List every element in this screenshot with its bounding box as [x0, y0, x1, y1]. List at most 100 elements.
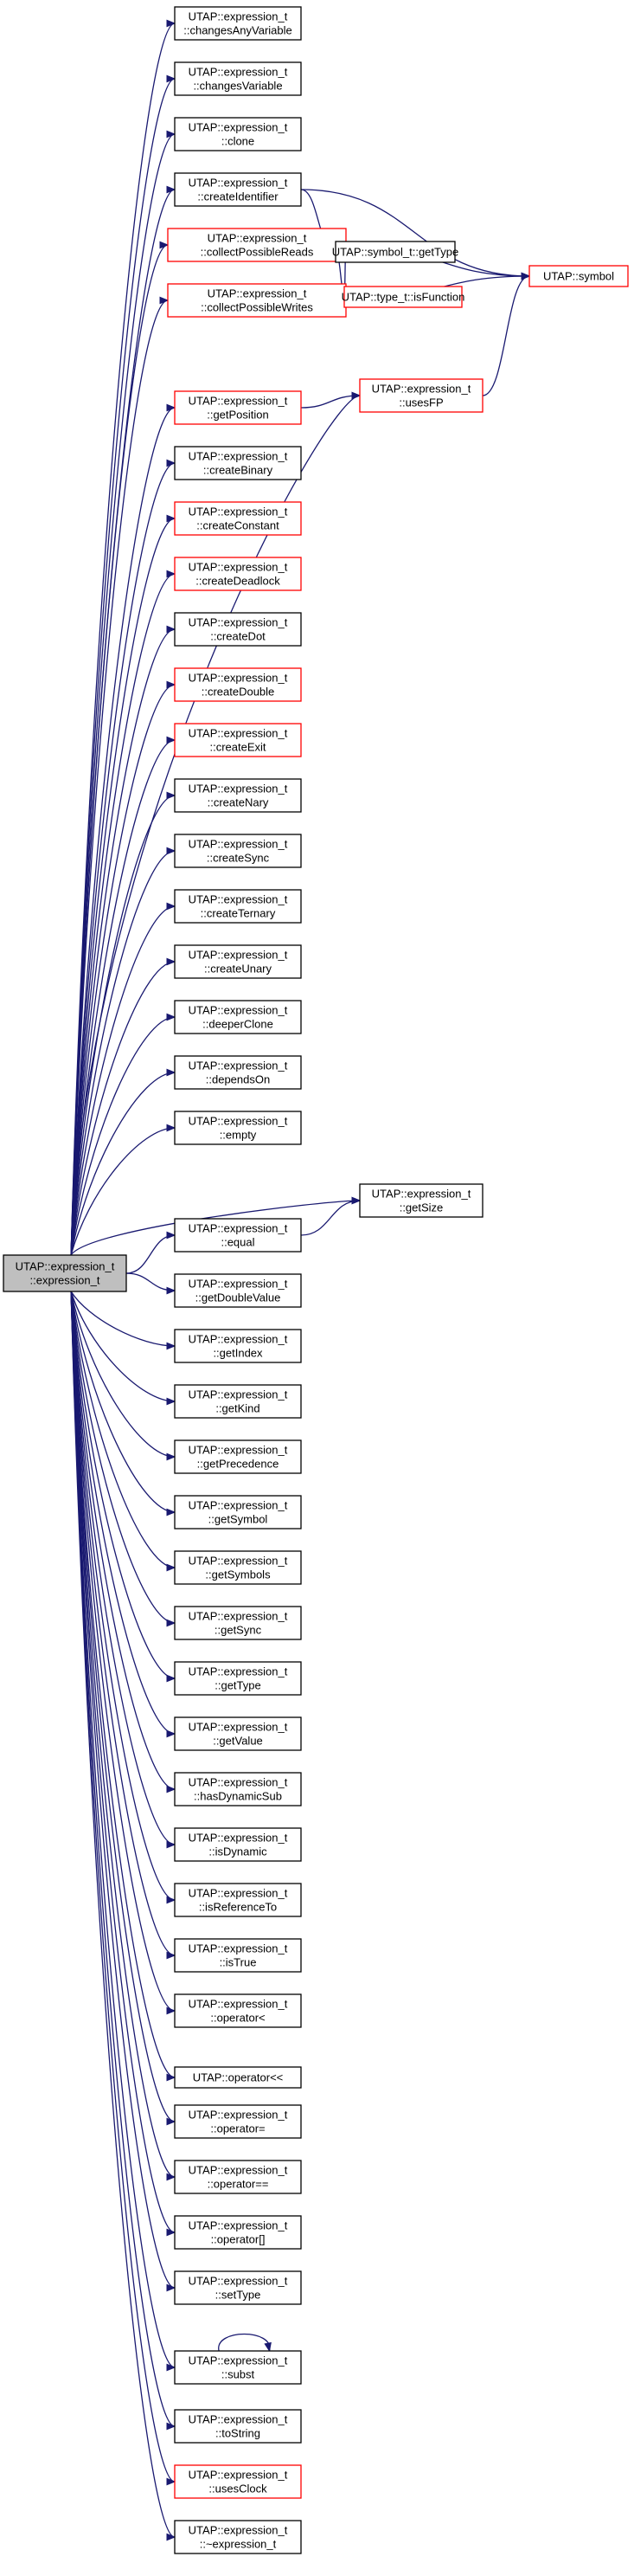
- node-box: [174, 889, 302, 924]
- node-symbolGetType[interactable]: UTAP::symbol_t::getType: [332, 241, 458, 263]
- node-createDouble[interactable]: UTAP::expression_t::createDouble: [174, 667, 302, 702]
- node-deeperClone[interactable]: UTAP::expression_t::deeperClone: [174, 1000, 302, 1034]
- node-getPrecedence[interactable]: UTAP::expression_t::getPrecedence: [174, 1439, 302, 1474]
- edge-arrowhead: [166, 2228, 176, 2237]
- node-usesClock[interactable]: UTAP::expression_t::usesClock: [174, 2464, 302, 2499]
- node-root[interactable]: UTAP::expression_t::expression_t: [3, 1254, 127, 1292]
- node-createUnary[interactable]: UTAP::expression_t::createUnary: [174, 944, 302, 979]
- edge-arrowhead: [166, 847, 176, 855]
- node-label-line-1: UTAP::expression_t: [189, 1059, 288, 1072]
- node-changesAnyVariable[interactable]: UTAP::expression_t::changesAnyVariable: [174, 6, 302, 41]
- edge-arrowhead: [166, 1342, 176, 1350]
- node-label-line-2: ::getPrecedence: [197, 1458, 279, 1471]
- node-getSize[interactable]: UTAP::expression_t::getSize: [359, 1183, 484, 1218]
- node-collectPossibleWrites[interactable]: UTAP::expression_t::collectPossibleWrite…: [167, 283, 347, 318]
- edge-root-to-createBinary: [70, 459, 176, 1256]
- node-createDot[interactable]: UTAP::expression_t::createDot: [174, 612, 302, 647]
- node-getSymbols[interactable]: UTAP::expression_t::getSymbols: [174, 1550, 302, 1585]
- node-box: [174, 1550, 302, 1585]
- node-operatorLt[interactable]: UTAP::expression_t::operator<: [174, 1993, 302, 2028]
- edge-arrowhead: [166, 791, 176, 800]
- node-clone[interactable]: UTAP::expression_t::clone: [174, 117, 302, 151]
- edge-arrowhead: [351, 391, 362, 400]
- node-getSync[interactable]: UTAP::expression_t::getSync: [174, 1606, 302, 1640]
- edge-line: [70, 244, 169, 1256]
- edge-root-to-isDynamic: [70, 1291, 176, 1849]
- node-getDoubleValue[interactable]: UTAP::expression_t::getDoubleValue: [174, 1273, 302, 1308]
- edge-line: [70, 573, 176, 1256]
- node-label-line-1: UTAP::expression_t: [189, 1776, 288, 1789]
- node-isDynamic[interactable]: UTAP::expression_t::isDynamic: [174, 1827, 302, 1862]
- node-box: [174, 1606, 302, 1640]
- nodes: UTAP::expression_t::expression_tUTAP::ex…: [3, 6, 629, 2554]
- node-label-line-1: UTAP::expression_t: [189, 450, 288, 463]
- node-box: [174, 2104, 302, 2139]
- node-operatorEq[interactable]: UTAP::expression_t::operator==: [174, 2160, 302, 2194]
- node-subst[interactable]: UTAP::expression_t::subst: [174, 2350, 302, 2385]
- edge-arrowhead: [166, 2006, 176, 2015]
- node-isReferenceTo[interactable]: UTAP::expression_t::isReferenceTo: [174, 1883, 302, 1917]
- edge-arrowhead: [166, 625, 176, 634]
- node-label-line-2: ::getValue: [213, 1735, 263, 1748]
- node-createConstant[interactable]: UTAP::expression_t::createConstant: [174, 501, 302, 536]
- node-label-line-1: UTAP::expression_t: [372, 1188, 471, 1201]
- node-label-line-1: UTAP::symbol_t::getType: [332, 246, 458, 259]
- node-label-line-1: UTAP::expression_t: [189, 1278, 288, 1291]
- node-createTernary[interactable]: UTAP::expression_t::createTernary: [174, 889, 302, 924]
- node-box: [174, 501, 302, 536]
- node-operatorIdx[interactable]: UTAP::expression_t::operator[]: [174, 2215, 302, 2250]
- node-empty[interactable]: UTAP::expression_t::empty: [174, 1111, 302, 1145]
- node-label-line-1: UTAP::expression_t: [189, 838, 288, 851]
- node-setType[interactable]: UTAP::expression_t::setType: [174, 2270, 302, 2305]
- edge-line: [70, 1291, 176, 2427]
- node-dependsOn[interactable]: UTAP::expression_t::dependsOn: [174, 1055, 302, 1090]
- edge-arrowhead: [351, 1196, 362, 1205]
- edge-arrowhead: [166, 1124, 176, 1132]
- edge-line: [70, 1291, 176, 1679]
- edge-arrowhead: [521, 272, 531, 280]
- node-createNary[interactable]: UTAP::expression_t::createNary: [174, 778, 302, 813]
- edge-arrowhead: [166, 1231, 176, 1240]
- edge-arrowhead: [166, 185, 176, 194]
- node-label-line-2: ::usesFP: [399, 396, 443, 409]
- node-createIdentifier[interactable]: UTAP::expression_t::createIdentifier: [174, 172, 302, 207]
- edge-line: [70, 1291, 176, 2233]
- node-changesVariable[interactable]: UTAP::expression_t::changesVariable: [174, 61, 302, 96]
- node-label-line-2: ::collectPossibleWrites: [201, 301, 313, 314]
- node-symbol[interactable]: UTAP::symbol: [528, 265, 629, 287]
- node-operatorAssign[interactable]: UTAP::expression_t::operator=: [174, 2104, 302, 2139]
- node-hasDynamicSub[interactable]: UTAP::expression_t::hasDynamicSub: [174, 1772, 302, 1806]
- node-label-line-1: UTAP::expression_t: [189, 1444, 288, 1457]
- node-getPosition[interactable]: UTAP::expression_t::getPosition: [174, 390, 302, 425]
- node-equal[interactable]: UTAP::expression_t::equal: [174, 1218, 302, 1253]
- node-getValue[interactable]: UTAP::expression_t::getValue: [174, 1716, 302, 1751]
- edge-line: [70, 78, 176, 1256]
- node-box: [174, 1772, 302, 1806]
- node-collectPossibleReads[interactable]: UTAP::expression_t::collectPossibleReads: [167, 228, 347, 262]
- node-toString[interactable]: UTAP::expression_t::toString: [174, 2409, 302, 2444]
- node-usesFP[interactable]: UTAP::expression_t::usesFP: [359, 378, 484, 413]
- node-getSymbol[interactable]: UTAP::expression_t::getSymbol: [174, 1495, 302, 1530]
- edge-line: [70, 1291, 176, 1402]
- node-createExit[interactable]: UTAP::expression_t::createExit: [174, 723, 302, 757]
- edge-line: [70, 1291, 176, 1347]
- node-isTrue[interactable]: UTAP::expression_t::isTrue: [174, 1938, 302, 1973]
- node-label-line-1: UTAP::expression_t: [189, 616, 288, 629]
- node-label-line-2: ::subst: [221, 2368, 255, 2381]
- node-getKind[interactable]: UTAP::expression_t::getKind: [174, 1384, 302, 1419]
- edge-line: [70, 1291, 176, 1901]
- node-createDeadlock[interactable]: UTAP::expression_t::createDeadlock: [174, 557, 302, 591]
- node-getType[interactable]: UTAP::expression_t::getType: [174, 1661, 302, 1696]
- node-createSync[interactable]: UTAP::expression_t::createSync: [174, 834, 302, 868]
- edge-root-to-createSync: [70, 847, 176, 1256]
- edge-root-to-createExit: [70, 736, 176, 1256]
- node-destructor[interactable]: UTAP::expression_t::~expression_t: [174, 2520, 302, 2554]
- edge-line: [70, 961, 176, 1256]
- node-typeIsFunction[interactable]: UTAP::type_t::isFunction: [342, 286, 465, 308]
- node-operatorShl[interactable]: UTAP::operator<<: [174, 2066, 302, 2089]
- node-getIndex[interactable]: UTAP::expression_t::getIndex: [174, 1329, 302, 1363]
- edge-root-to-createConstant: [70, 514, 176, 1256]
- node-createBinary[interactable]: UTAP::expression_t::createBinary: [174, 446, 302, 480]
- node-label-line-1: UTAP::expression_t: [189, 2219, 288, 2232]
- edge-root-to-clone: [70, 130, 176, 1256]
